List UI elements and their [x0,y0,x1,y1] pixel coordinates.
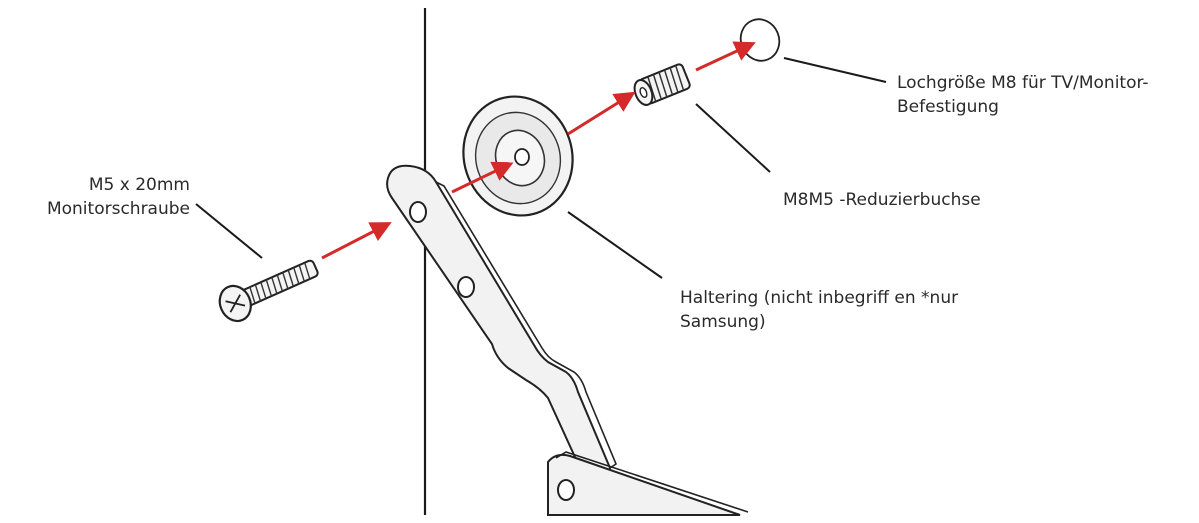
bracket-hole-top [409,201,427,223]
label-monitor-screw-line2: Monitorschraube [46,199,190,219]
label-reducer-bushing: M8M5 -Reduzierbuchse [783,188,981,212]
label-retaining-ring: Haltering (nicht inbegriff en *nur Samsu… [680,286,958,334]
label-retaining-ring-line2: Samsung) [680,312,766,332]
label-hole-size-line1: Lochgröße M8 für TV/Monitor- [897,73,1149,93]
arrow-bushing-to-hole [695,41,756,72]
leader-lines [195,57,887,279]
assembly-arrows [321,41,756,260]
leader-screw [195,203,263,259]
label-retaining-ring-line1: Haltering (nicht inbegriff en *nur [680,288,959,308]
monitor-hole [739,18,781,62]
label-hole-size-line2: Befestigung [897,97,999,117]
leader-ring [567,211,663,279]
arrow-ring-to-bushing [567,91,636,136]
retaining-ring [462,95,574,217]
leader-hole [783,57,887,83]
screw-head-cross [225,294,246,313]
leader-bushing [695,103,771,173]
label-hole-size: Lochgröße M8 für TV/Monitor- Befestigung [897,71,1149,119]
label-monitor-screw-line1: M5 x 20mm [88,175,190,195]
monitor-screw [218,259,319,323]
bracket-hole-lower [557,479,575,501]
mounting-bracket [386,164,749,516]
reducer-bushing [633,63,691,106]
label-reducer-bushing-line1: M8M5 -Reduzierbuchse [783,190,981,210]
bracket-hole-middle [457,276,475,298]
arrow-screw-to-bracket [321,222,392,260]
arrow-bracket-to-ring [451,161,514,194]
label-monitor-screw: M5 x 20mm Monitorschraube [10,173,190,221]
